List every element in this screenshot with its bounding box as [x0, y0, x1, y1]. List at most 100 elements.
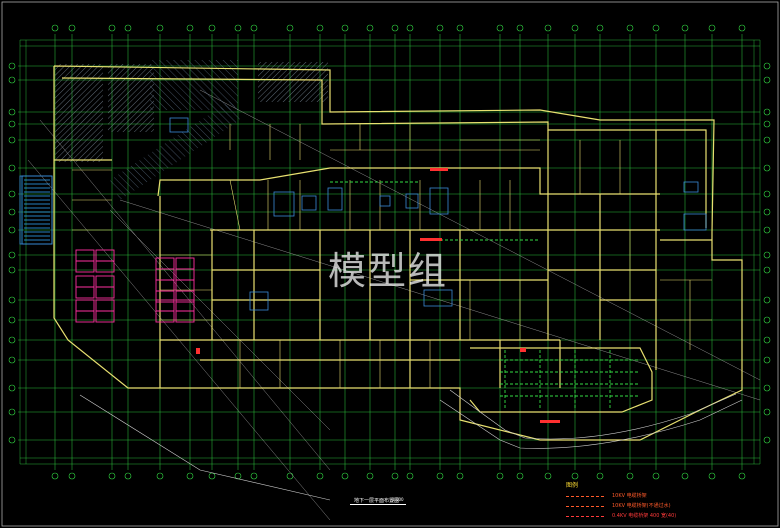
axis-bubble: [763, 336, 771, 344]
axis-bubble: [738, 472, 746, 480]
equipment-block: [429, 187, 449, 215]
dimension-lines: [19, 39, 761, 465]
axis-bubble: [652, 24, 660, 32]
equipment-block: [683, 213, 707, 231]
axis-bubble: [8, 62, 16, 70]
axis-bubble: [763, 384, 771, 392]
equipment-block: [249, 291, 269, 311]
legend-label: 10KV 电缆桥架: [612, 493, 647, 499]
axis-bubble: [8, 190, 16, 198]
equipment-block: [405, 193, 419, 209]
axis-bubble: [286, 472, 294, 480]
legend: 图例 10KV 电缆桥架 10KV 电缆桥架(不通过水) 0.4KV 电缆桥架 …: [566, 480, 756, 522]
axis-bubble: [316, 472, 324, 480]
axis-bubble: [763, 164, 771, 172]
legend-swatch: [566, 516, 604, 517]
equipment-block: [379, 195, 391, 207]
axis-bubble: [8, 356, 16, 364]
axis-bubble: [763, 62, 771, 70]
axis-bubble: [8, 408, 16, 416]
axis-bubble: [8, 108, 16, 116]
axis-bubble: [8, 384, 16, 392]
equipment-block: [423, 289, 453, 307]
axis-bubble: [391, 24, 399, 32]
axis-bubble: [763, 266, 771, 274]
axis-bubble: [108, 24, 116, 32]
axis-bubble: [286, 24, 294, 32]
axis-bubble: [8, 296, 16, 304]
axis-bubble: [68, 24, 76, 32]
legend-swatch: [566, 496, 604, 497]
axis-bubble: [341, 24, 349, 32]
axis-bubble: [8, 436, 16, 444]
axis-bubble: [124, 472, 132, 480]
axis-bubble: [436, 24, 444, 32]
axis-bubble: [596, 472, 604, 480]
axis-bubble: [366, 472, 374, 480]
axis-bubble: [366, 24, 374, 32]
equipment-blocks: [19, 117, 707, 311]
axis-bubble: [316, 24, 324, 32]
axis-bubble: [571, 24, 579, 32]
axis-bubble: [8, 120, 16, 128]
axis-bubble: [186, 24, 194, 32]
axis-bubble: [708, 24, 716, 32]
axis-bubble: [516, 24, 524, 32]
axis-bubble: [763, 76, 771, 84]
axis-bubble: [738, 24, 746, 32]
axis-bubble: [51, 24, 59, 32]
axis-bubble: [108, 472, 116, 480]
cable-runs: [330, 181, 640, 410]
axis-bubble: [51, 472, 59, 480]
axis-bubble: [763, 296, 771, 304]
axis-bubble: [681, 24, 689, 32]
axis-bubble: [763, 208, 771, 216]
axis-bubble: [763, 436, 771, 444]
axis-bubble: [763, 408, 771, 416]
partition-line: [229, 179, 241, 231]
hatched-areas: [55, 60, 328, 200]
equipment-block: [169, 117, 189, 133]
axis-bubble: [763, 251, 771, 259]
legend-item: 0.4KV 电缆桥架 400 宽(40): [566, 512, 756, 520]
legend-label: 0.4KV 电缆桥架 400 宽(40): [612, 513, 677, 519]
axis-bubble: [544, 472, 552, 480]
axis-bubble: [234, 24, 242, 32]
axis-bubble: [8, 136, 16, 144]
axis-bubble: [571, 472, 579, 480]
axis-bubble: [763, 120, 771, 128]
axis-bubble: [156, 24, 164, 32]
legend-label: 10KV 电缆桥架(不通过水): [612, 503, 671, 509]
parking-bays: [75, 249, 195, 323]
axis-bubble: [708, 472, 716, 480]
equipment-block: [683, 181, 699, 193]
axis-bubble: [208, 24, 216, 32]
axis-bubble: [8, 336, 16, 344]
title-underline: [350, 504, 406, 505]
axis-bubble: [341, 472, 349, 480]
axis-bubble: [8, 266, 16, 274]
axis-bubble: [8, 76, 16, 84]
axis-bubble: [124, 24, 132, 32]
axis-bubble: [406, 472, 414, 480]
axis-bubble: [626, 24, 634, 32]
axis-bubble: [763, 108, 771, 116]
equipment-block: [327, 187, 343, 211]
watermark: 模型组: [328, 249, 449, 293]
legend-item: 10KV 电缆桥架: [566, 492, 756, 500]
equipment-block: [273, 191, 295, 217]
axis-bubble: [391, 472, 399, 480]
legend-item: 10KV 电缆桥架(不通过水): [566, 502, 756, 510]
axis-bubbles: [8, 24, 771, 480]
interior-partitions: [72, 124, 712, 388]
axis-bubble: [681, 472, 689, 480]
axis-bubble: [8, 251, 16, 259]
axis-bubble: [516, 472, 524, 480]
axis-bubble: [544, 24, 552, 32]
axis-bubble: [456, 472, 464, 480]
axis-bubble: [763, 190, 771, 198]
equipment-block: [19, 175, 53, 245]
equipment-block: [301, 195, 317, 211]
